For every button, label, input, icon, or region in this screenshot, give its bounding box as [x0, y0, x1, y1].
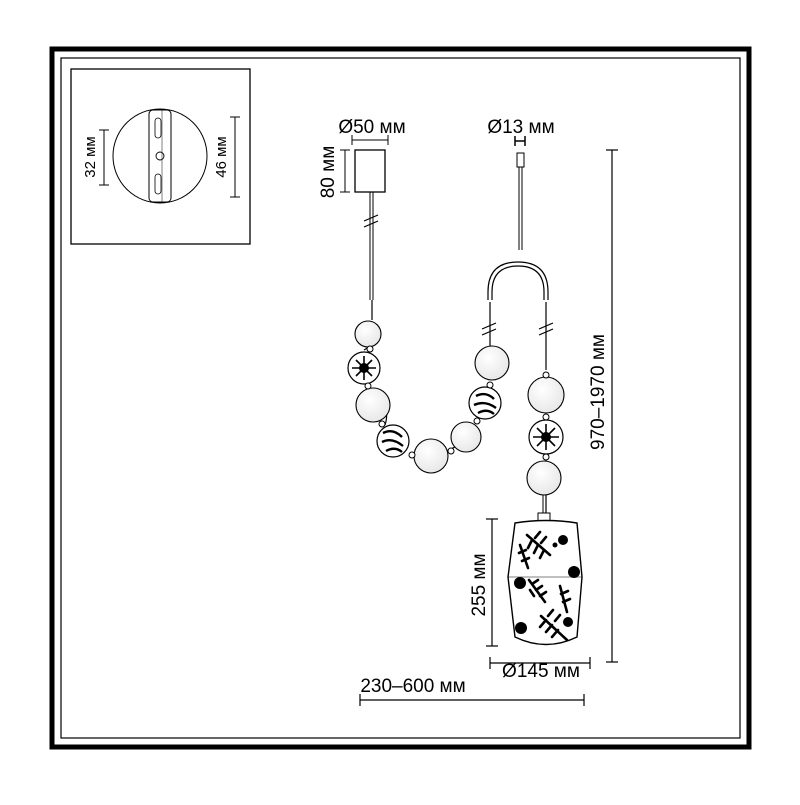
- rod-top-marker: [514, 136, 526, 168]
- label-shade-diameter: Ø145 мм: [502, 661, 580, 682]
- bead-white: [527, 376, 565, 414]
- label-canopy-height: 80 мм: [318, 146, 339, 199]
- lamp-shade: [507, 512, 583, 646]
- label-canopy-diameter: Ø50 мм: [338, 117, 405, 138]
- break-marks: [363, 214, 554, 336]
- suspension-cords: [363, 167, 549, 522]
- bead-white: [450, 421, 482, 453]
- bead-patterned: [376, 424, 410, 458]
- bead-white: [474, 345, 510, 381]
- bead-white: [526, 460, 562, 496]
- page-frame: [49, 46, 752, 750]
- bead-white: [354, 320, 382, 348]
- bead-white: [413, 438, 449, 474]
- inset-dim-46: 46 мм: [213, 136, 230, 177]
- bead-patterned: [347, 351, 381, 385]
- mount-inset: 32 мм 46 мм: [70, 68, 251, 245]
- bead-chain: [347, 320, 565, 496]
- label-rod-diameter: Ø13 мм: [487, 117, 554, 138]
- label-total-width: 230–600 мм: [360, 676, 465, 697]
- label-total-height: 970–1970 мм: [588, 334, 609, 450]
- bead-patterned: [528, 419, 564, 455]
- label-shade-height: 255 мм: [469, 553, 490, 616]
- bead-white: [355, 387, 391, 423]
- canopy: [340, 135, 389, 193]
- inset-dim-32: 32 мм: [82, 136, 99, 177]
- dimension-lines: [359, 149, 618, 706]
- bead-patterned: [468, 386, 502, 420]
